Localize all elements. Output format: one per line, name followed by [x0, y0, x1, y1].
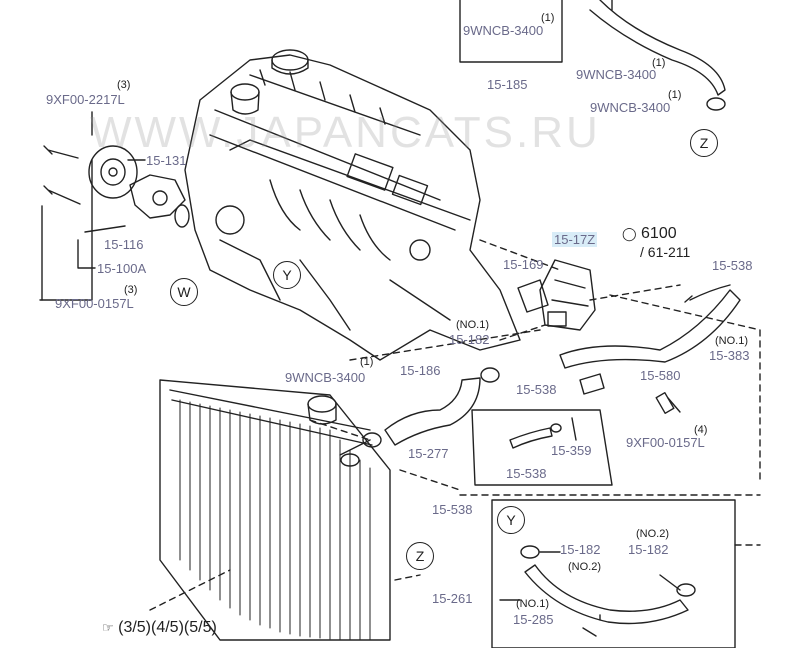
part-label: 9XF00-2217L: [46, 92, 125, 107]
thermostat-gasket: [517, 279, 549, 313]
callout-y: Y: [273, 261, 301, 289]
upper-hose-right: [589, 0, 726, 96]
part-label: 15-538: [432, 502, 473, 517]
hand-pointer-icon: ☞: [102, 620, 114, 635]
part-qty: (NO.2): [636, 528, 669, 540]
part-label: 15-185: [487, 77, 528, 92]
thermostat-housing: [539, 259, 596, 331]
water-pump-body: [129, 174, 186, 219]
figure-ref-code: 6100: [641, 225, 677, 242]
part-label: 15-538: [712, 258, 753, 273]
water-pump-pulley: [88, 145, 138, 199]
part-label: 9WNCB-3400: [285, 370, 366, 385]
part-label: 15-186: [400, 363, 441, 378]
watermark: WWW.JAPANCATS.RU: [90, 108, 601, 157]
radiator-body: [159, 379, 391, 641]
part-label: 15-182: [449, 332, 490, 347]
part-qty: (1): [541, 12, 555, 24]
bypass-hose-277: [509, 427, 553, 449]
part-qty: (NO.2): [568, 561, 601, 573]
callout-w: W: [170, 278, 198, 306]
part-qty: (1): [668, 89, 682, 101]
detail-box-y: [491, 499, 736, 648]
applicability: ☞ (3/5)(4/5)(5/5): [102, 619, 217, 637]
part-label: 15-538: [506, 466, 547, 481]
part-label: 15-100A: [97, 261, 147, 276]
radiator-cap: [307, 395, 337, 413]
applicability-text: (3/5)(4/5)(5/5): [118, 619, 217, 636]
callout-z: Z: [690, 129, 718, 157]
part-label: 9XF00-0157L: [626, 435, 705, 450]
part-label: 15-580: [640, 368, 681, 383]
part-label: 15-359: [551, 443, 592, 458]
part-qty: (3): [124, 284, 138, 296]
heater-hose-383: [559, 289, 741, 369]
radiator-hose-186: [384, 377, 481, 446]
part-label: 15-182: [560, 542, 601, 557]
part-label: 15-383: [709, 348, 750, 363]
water-pump-gasket: [174, 204, 190, 228]
part-label: 15-261: [432, 591, 473, 606]
part-qty: (3): [117, 79, 131, 91]
part-qty: (4): [694, 424, 708, 436]
part-label: 15-285: [513, 612, 554, 627]
part-qty: (NO.1): [456, 319, 489, 331]
part-label: 15-131: [146, 153, 187, 168]
part-qty: (NO.1): [715, 335, 748, 347]
figure-ref: ◯ 6100: [622, 225, 677, 243]
part-qty: (1): [360, 356, 374, 368]
part-label: 15-182: [628, 542, 669, 557]
part-label: 15-169: [503, 257, 544, 272]
part-label-highlight: 15-17Z: [552, 232, 598, 247]
part-label: 15-116: [104, 237, 144, 252]
part-label: 15-17Z: [552, 232, 598, 247]
part-label: 9WNCB-3400: [463, 23, 544, 38]
part-qty: (NO.1): [516, 598, 549, 610]
part-label: 9XF00-0157L: [55, 296, 134, 311]
heater-hose-261: [524, 564, 689, 625]
part-label: 9WNCB-3400: [576, 67, 657, 82]
part-label: 15-538: [516, 382, 557, 397]
oil-filler-cap: [271, 49, 309, 71]
part-label: 9WNCB-3400: [590, 100, 671, 115]
figure-ref-icon: ◯: [622, 226, 637, 241]
part-qty: (1): [652, 57, 666, 69]
engine-block-outline: [184, 54, 521, 361]
callout-z-detail: Z: [406, 542, 434, 570]
part-label: 15-277: [408, 446, 449, 461]
figure-ref-sub: / 61-211: [640, 244, 691, 260]
callout-y-detail: Y: [497, 506, 525, 534]
